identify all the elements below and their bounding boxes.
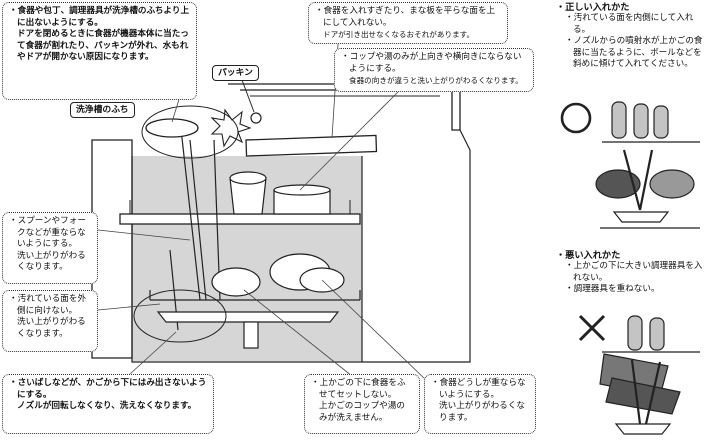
collision-icon	[210, 108, 252, 148]
callout-top-left: ・食器や包丁、調理器具が洗浄槽のふちより上に出ないようにする。 ドアを閉めるとき…	[2, 2, 197, 100]
nozzle-highlight	[133, 289, 227, 343]
correct-circle-icon	[560, 102, 592, 134]
wrong-illustration	[578, 314, 700, 435]
cutting-board-illustration	[245, 134, 378, 157]
spray-nozzle	[156, 311, 340, 349]
correct-item-1: ・汚れている面を内側にして入れる。	[565, 13, 694, 35]
callout-left-spoon: ・スプーンやフォークなどが重ならないようにする。 洗い上がりがわるくなります。	[2, 212, 98, 284]
wrong-heading: ・悪い入れかた	[556, 250, 621, 261]
tub-rim-highlight	[141, 105, 239, 159]
correct-heading: ・正しい入れかた	[556, 2, 630, 13]
callout-left-spoon-note: 洗い上がりがわるくなります。	[17, 250, 86, 273]
callout-left-spoon-rule: ・スプーンやフォークなどが重ならないようにする。	[9, 216, 86, 250]
wrong-section: ・悪い入れかた ・上かごの下に大きい調理器具を入れない。 ・調理器具を重ねない。	[556, 250, 706, 296]
correct-illustration	[560, 101, 700, 229]
callout-top-mid-note: ドアが引き出せなくなるおそれがあります。	[323, 30, 475, 40]
wrong-item-1: ・上かごの下に大きい調理器具を入れない。	[565, 261, 703, 283]
callout-mid-note: 食器の向きが違うと洗い上がりがわるくなります。	[349, 76, 523, 86]
correct-section: ・正しい入れかた ・汚れている面を内側にして入れる。 ・ノズルからの噴射水が上か…	[556, 2, 706, 70]
wrong-cross-icon	[578, 314, 606, 342]
cups-illustration	[229, 171, 331, 215]
callout-bottom-right: ・食器どうしが重ならないようにする。 洗い上がりがわるくなります。	[424, 374, 536, 434]
callout-bottom-right-rule: ・食器どうしが重ならないようにする。	[431, 378, 526, 400]
lower-rack	[149, 290, 361, 301]
callout-bottom-mid-rule: ・上かごの下に食器をふせてセットしない。	[311, 378, 406, 400]
callout-bottom-mid-note: 上かごのコップや湯のみが洗えません。	[319, 401, 405, 423]
callout-mid: ・コップや湯のみが上向きや横向きにならないようにする。 食器の向きが違うと洗い上…	[334, 48, 534, 92]
callout-top-left-rule: ・食器や包丁、調理器具が洗浄槽のふちより上に出ないようにする。	[9, 6, 190, 28]
callout-bottom-left-rule: ・さいばしなどが、かごから下にはみ出さないようにする。	[9, 378, 207, 400]
callout-bottom-left: ・さいばしなどが、かごから下にはみ出さないようにする。 ノズルが回転しなくなり、…	[2, 374, 214, 434]
callout-bottom-mid: ・上かごの下に食器をふせてセットしない。 上かごのコップや湯のみが洗えません。	[304, 374, 420, 434]
callout-top-mid-rule: ・食器を入れすぎたり、まな板を平らな面を上にして入れない。	[315, 6, 496, 28]
callout-top-left-note: ドアを閉めるときに食器が機器本体に当たって食器が割れたり、パッキンが外れ、水もれ…	[17, 29, 189, 63]
callout-left-dirty-note: 洗い上がりがわるくなります。	[17, 317, 86, 339]
wrong-item-2: ・調理器具を重ねない。	[565, 284, 660, 295]
callout-bottom-left-note: ノズルが回転しなくなり、洗えなくなります。	[17, 401, 197, 412]
packing-gasket	[241, 79, 262, 124]
callout-mid-rule: ・コップや湯のみが上向きや横向きにならないようにする。	[341, 52, 522, 74]
callout-leaders	[97, 43, 427, 381]
callout-left-dirty: ・汚れている面を外側に向けない。 洗い上がりがわるくなります。	[2, 290, 98, 352]
packing-label: パッキン	[212, 65, 259, 81]
tub-rim-label: 洗浄槽のふち	[70, 102, 135, 118]
callout-top-mid: ・食器を入れすぎたり、まな板を平らな面を上にして入れない。 ドアが引き出せなくな…	[308, 2, 508, 44]
callout-bottom-right-note: 洗い上がりがわるくなります。	[439, 401, 525, 423]
callout-left-dirty-rule: ・汚れている面を外側に向けない。	[9, 294, 87, 316]
correct-item-2: ・ノズルからの噴射水が上かごの食器に当たるように、ボールなどを斜めに傾けて入れて…	[565, 36, 703, 70]
ladle-illustration	[145, 118, 199, 138]
